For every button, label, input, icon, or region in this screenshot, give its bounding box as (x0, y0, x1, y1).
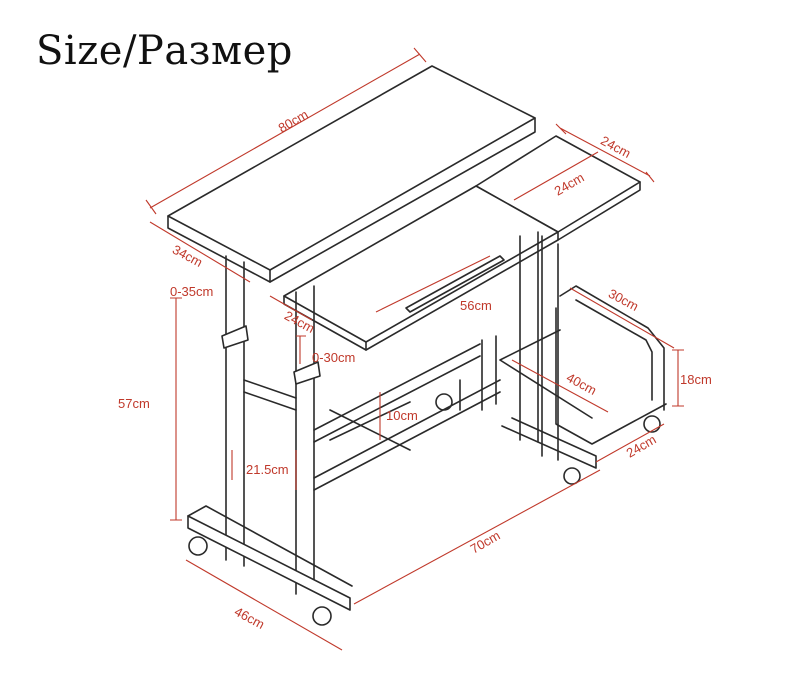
right-legs (519, 231, 559, 461)
dim-shelf-width: 30cm (606, 286, 641, 314)
dim-base-width: 46cm (232, 604, 267, 632)
dim-side-top-width: 24cm (598, 133, 633, 161)
dim-lower-top-width: 56cm (460, 298, 492, 313)
left-rear-leg (293, 285, 321, 595)
dimension-lines (145, 47, 684, 651)
dim-main-top-width: 80cm (276, 107, 311, 136)
dim-side-drop: 0-30cm (312, 350, 355, 365)
dim-leg-gap: 21.5cm (246, 462, 289, 477)
frame-crossbars (243, 335, 501, 491)
dim-main-top-depth: 34cm (170, 242, 205, 270)
dim-shelf-height: 18cm (680, 372, 712, 387)
main-tabletop (167, 65, 536, 283)
dim-shelf-depth: 40cm (564, 370, 599, 398)
dim-height-adjust: 0-35cm (170, 284, 213, 299)
page-title: Size/Размер (36, 28, 293, 74)
dim-cross-gap: 10cm (386, 408, 418, 423)
dim-shelf-base: 24cm (624, 432, 659, 461)
lower-tabletop (283, 185, 559, 351)
dim-total-height: 57cm (118, 396, 150, 411)
left-front-leg (221, 255, 249, 567)
caster-wheels (188, 393, 661, 626)
base-feet (187, 417, 597, 611)
cpu-shelf (499, 285, 667, 445)
